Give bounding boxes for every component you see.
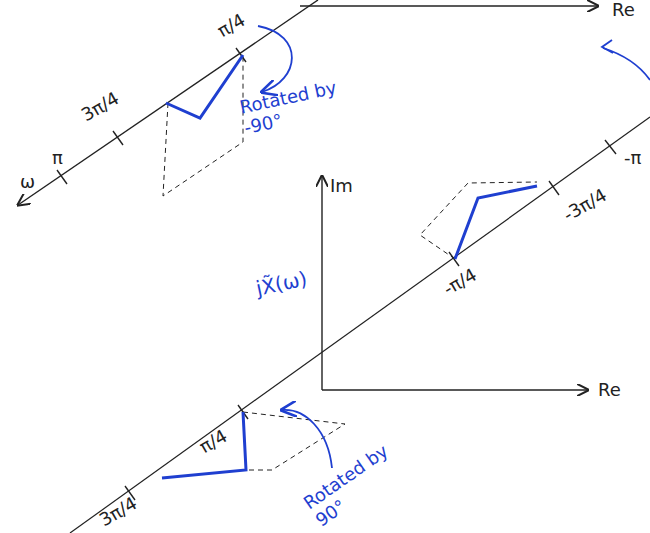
annotation-label: Rotated by 90° [300,434,414,531]
tick [113,131,123,145]
omega-axis [70,117,650,533]
tick [57,170,67,184]
axis-label: Im [330,176,353,197]
annotation-label: Rotated by -90° [238,76,349,138]
axis-label: ω [20,172,35,193]
spectrum-shape [162,412,246,478]
axis-label: 3π/4 [78,88,123,126]
annotation-label: jX̃(ω) [254,267,309,300]
re-axis [300,5,598,6]
axis-label: -3π/4 [560,185,610,226]
spectrum-shape [166,55,243,118]
im-axis [321,176,322,390]
rotation-arrow [258,26,292,92]
axis-label: π [52,148,63,169]
axis-label: -π/4 [440,265,481,300]
axis-label: π/4 [196,426,231,458]
arrowhead [602,40,613,53]
axis-label: Re [598,380,621,401]
dashed-projection [163,55,243,196]
rotation-arrow-partial [603,48,650,80]
dashed-projection [420,182,537,259]
axis-label: π/4 [214,10,249,42]
tick [549,181,559,195]
axis-label: -π [624,148,641,169]
rotation-arrow [282,410,332,468]
axis-label: Re [612,0,635,21]
re-axis [322,389,588,390]
axis-label: 3π/4 [96,493,141,531]
spectrum-shape [455,186,537,259]
tick [605,140,616,154]
dashed-projection [243,412,345,470]
